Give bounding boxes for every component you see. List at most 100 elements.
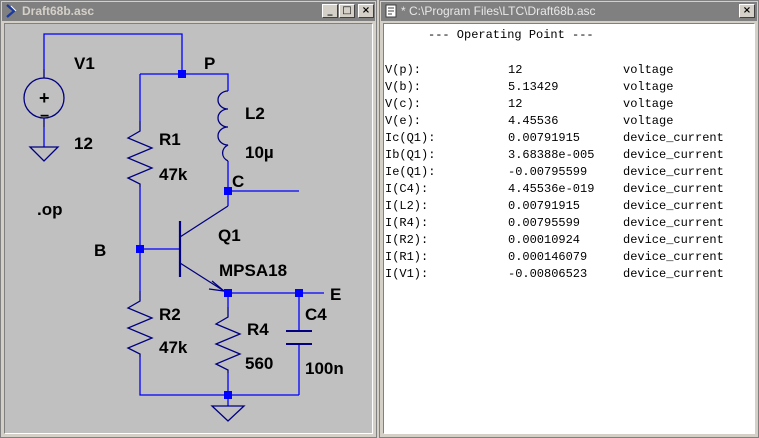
op-row-name: Ie(Q1):: [385, 165, 436, 179]
junctions: [136, 70, 303, 399]
op-row-value: 0.00791915: [508, 199, 581, 213]
r4-value-label: 560: [245, 354, 273, 373]
wire-gnd-rail: [139, 357, 299, 396]
op-header: --- Operating Point ---: [428, 28, 594, 42]
maximize-button[interactable]: □: [339, 4, 355, 18]
r2-value-label: 47k: [159, 338, 188, 357]
schematic-window: Draft68b.asc _ □ ×: [0, 0, 377, 438]
net-label-p: P: [204, 54, 215, 73]
r4-resistor[interactable]: [214, 307, 242, 373]
net-label-e: E: [330, 285, 341, 304]
op-row: Ib(Q1): 3.68388e-005 device_current: [384, 147, 754, 164]
op-row-value: 5.13429: [508, 80, 559, 94]
op-row-name: V(b):: [385, 80, 422, 94]
q1-name-label: Q1: [218, 226, 241, 245]
op-row-value: 3.68388e-005: [508, 148, 595, 162]
wires: [43, 33, 324, 406]
schematic-window-title: Draft68b.asc: [22, 4, 95, 18]
net-label-b: B: [94, 241, 106, 260]
schematic-title-bar[interactable]: Draft68b.asc _ □ ×: [2, 2, 375, 21]
l2-name-label: L2: [245, 104, 265, 123]
op-row-type: device_current: [623, 233, 724, 247]
minimize-button[interactable]: _: [322, 4, 338, 18]
op-row: I(R2): 0.00010924 device_current: [384, 232, 754, 249]
close-button[interactable]: ×: [358, 4, 374, 18]
op-row: I(C4): 4.45536e-019 device_current: [384, 181, 754, 198]
op-row-value: 4.45536: [508, 114, 559, 128]
op-row-value: -0.00795599: [508, 165, 588, 179]
op-window-title: * C:\Program Files\LTC\Draft68b.asc: [401, 4, 596, 18]
op-title-bar[interactable]: * C:\Program Files\LTC\Draft68b.asc ×: [381, 2, 757, 21]
ground-symbol-main: [210, 405, 246, 422]
op-row-value: 4.45536e-019: [508, 182, 595, 196]
op-row-name: I(L2):: [385, 199, 429, 213]
op-directive[interactable]: .op: [37, 200, 63, 219]
r1-name-label: R1: [159, 130, 181, 149]
op-row-value: 0.00791915: [508, 131, 581, 145]
v1-plus-sign: +: [39, 88, 50, 108]
l2-inductor[interactable]: [217, 90, 229, 162]
wire-p-rail: [140, 73, 229, 91]
op-row-name: V(c):: [385, 97, 422, 111]
schematic-canvas[interactable]: + − V1 12 P L2 10µ R1 47k C .op Q1 B MPS…: [4, 23, 373, 434]
c4-capacitor[interactable]: [286, 330, 312, 345]
op-row-type: device_current: [623, 182, 724, 196]
net-label-c: C: [232, 172, 244, 191]
document-icon[interactable]: [384, 4, 398, 18]
op-row-type: device_current: [623, 216, 724, 230]
op-row-type: voltage: [623, 114, 674, 128]
op-row-name: Ib(Q1):: [385, 148, 436, 162]
c4-value-label: 100n: [305, 359, 344, 378]
r2-name-label: R2: [159, 305, 181, 324]
op-row-value: 0.00795599: [508, 216, 581, 230]
op-row-type: device_current: [623, 131, 724, 145]
r2-resistor[interactable]: [126, 291, 154, 357]
op-row-name: I(R2):: [385, 233, 429, 247]
op-row-value: 12: [508, 97, 523, 111]
op-row-name: Ic(Q1):: [385, 131, 436, 145]
op-row-value: 0.00010924: [508, 233, 581, 247]
op-row: I(V1): -0.00806523 device_current: [384, 266, 754, 283]
op-row: V(p): 12 voltage: [384, 62, 754, 79]
op-row: V(e): 4.45536 voltage: [384, 113, 754, 130]
components: [23, 69, 312, 422]
op-row-type: device_current: [623, 148, 724, 162]
ltspice-app-icon[interactable]: [5, 4, 19, 18]
op-row-type: device_current: [623, 199, 724, 213]
op-row: V(c): 12 voltage: [384, 96, 754, 113]
ground-symbol-v1: [28, 146, 60, 162]
v1-name-label: V1: [74, 54, 95, 73]
r1-value-label: 47k: [159, 165, 188, 184]
c4-name-label: C4: [305, 305, 327, 324]
op-row-value: 0.000146079: [508, 250, 588, 264]
op-row-type: device_current: [623, 250, 724, 264]
op-row-name: I(V1):: [385, 267, 429, 281]
v1-value-label: 12: [74, 134, 93, 153]
op-row-name: I(C4):: [385, 182, 429, 196]
op-close-button[interactable]: ×: [739, 4, 755, 18]
op-row-type: voltage: [623, 80, 674, 94]
op-row-value: 12: [508, 63, 523, 77]
op-row: I(R1): 0.000146079 device_current: [384, 249, 754, 266]
op-row-name: V(p):: [385, 63, 422, 77]
op-row-value: -0.00806523: [508, 267, 588, 281]
op-row-name: V(e):: [385, 114, 422, 128]
l2-value-label: 10µ: [245, 143, 274, 162]
wire-v1-to-p: [43, 33, 183, 74]
circuit-diagram[interactable]: + − V1 12 P L2 10µ R1 47k C .op Q1 B MPS…: [5, 24, 374, 437]
v1-minus-sign: −: [40, 108, 49, 125]
op-row: I(L2): 0.00791915 device_current: [384, 198, 754, 215]
op-row-type: device_current: [623, 267, 724, 281]
op-row-name: I(R1):: [385, 250, 429, 264]
op-row: Ic(Q1): 0.00791915 device_current: [384, 130, 754, 147]
op-row-type: voltage: [623, 97, 674, 111]
op-row-type: voltage: [623, 63, 674, 77]
q1-model-label: MPSA18: [219, 261, 287, 280]
op-row: V(b): 5.13429 voltage: [384, 79, 754, 96]
r1-resistor[interactable]: [126, 121, 154, 187]
r4-name-label: R4: [247, 320, 269, 339]
